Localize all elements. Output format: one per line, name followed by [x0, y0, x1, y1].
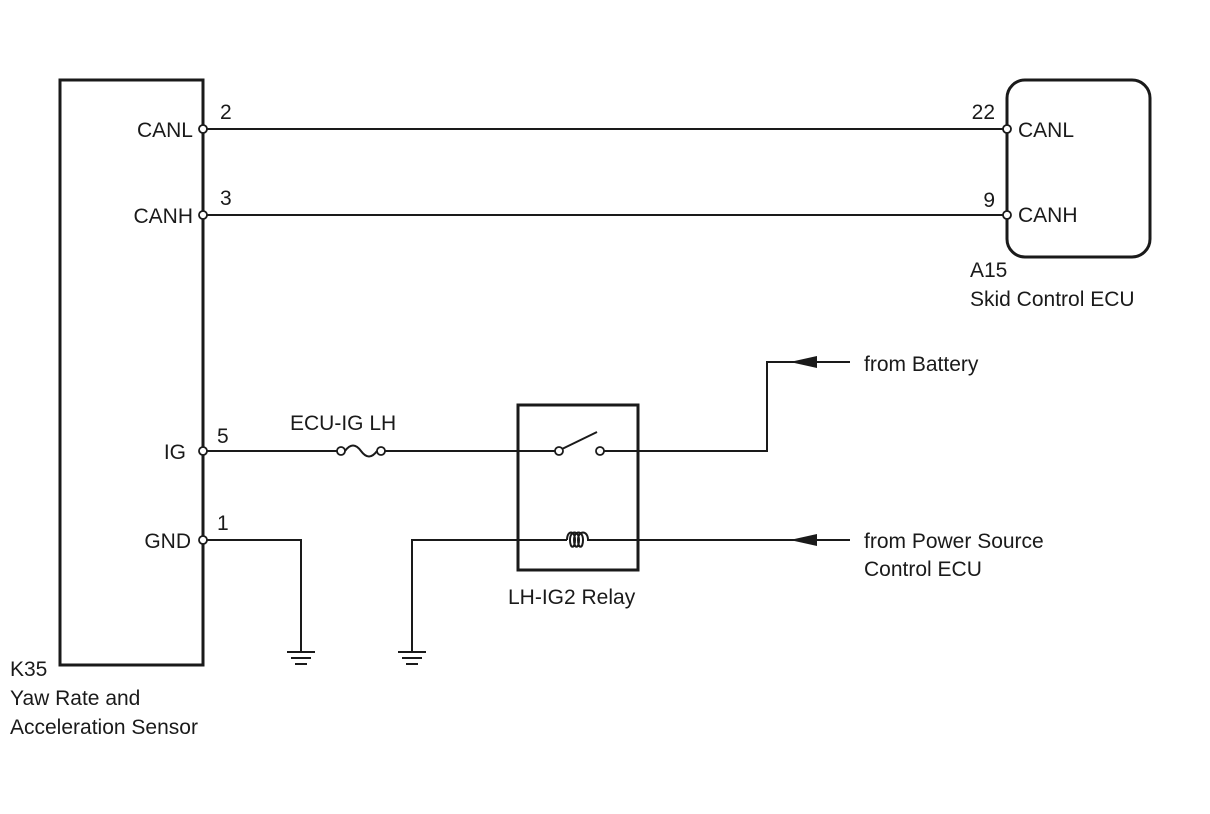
k35-name-line1: Yaw Rate and: [10, 687, 140, 710]
a15-canh-terminal: [1002, 210, 1012, 220]
k35-code: K35: [10, 658, 47, 681]
k35-canh-label: CANH: [133, 205, 193, 228]
k35-ig-label: IG: [164, 441, 186, 464]
relay-switch-icon: [554, 431, 605, 456]
a15-ecu-box: [1005, 78, 1152, 259]
coil-ground-wire: [411, 539, 567, 652]
fuse-icon: [336, 444, 386, 458]
a15-canh-pin-number: 9: [983, 189, 995, 212]
power-source-label-line1: from Power Source: [864, 530, 1044, 553]
relay-label: LH-IG2 Relay: [508, 586, 636, 609]
a15-code: A15: [970, 259, 1007, 282]
fuse-label: ECU-IG LH: [290, 412, 396, 435]
k35-gnd-label: GND: [144, 530, 191, 553]
gnd-wire: [203, 539, 302, 652]
sensor-ground-icon: [287, 651, 315, 665]
relay-box: [516, 403, 640, 572]
battery-feed-wire: [604, 361, 850, 452]
relay-coil-icon: [566, 531, 592, 548]
k35-canl-label: CANL: [137, 119, 193, 142]
k35-canh-terminal: [198, 210, 208, 220]
a15-canl-terminal: [1002, 124, 1012, 134]
k35-canh-pin-number: 3: [220, 187, 232, 210]
a15-canl-label: CANL: [1018, 119, 1074, 142]
battery-source-label: from Battery: [864, 353, 979, 376]
k35-ig-pin-number: 5: [217, 425, 229, 448]
k35-sensor-box: [58, 78, 205, 667]
k35-gnd-terminal: [198, 535, 208, 545]
a15-canh-label: CANH: [1018, 204, 1078, 227]
k35-canl-pin-number: 2: [220, 101, 232, 124]
k35-gnd-pin-number: 1: [217, 512, 229, 535]
k35-name-line2: Acceleration Sensor: [10, 716, 198, 739]
battery-arrow-icon: [790, 356, 817, 368]
coil-ground-icon: [398, 651, 426, 665]
k35-ig-terminal: [198, 446, 208, 456]
power-source-label-line2: Control ECU: [864, 558, 982, 581]
k35-canl-terminal: [198, 124, 208, 134]
a15-canl-pin-number: 22: [972, 101, 995, 124]
power-source-arrow-icon: [790, 534, 817, 546]
a15-name: Skid Control ECU: [970, 288, 1135, 311]
